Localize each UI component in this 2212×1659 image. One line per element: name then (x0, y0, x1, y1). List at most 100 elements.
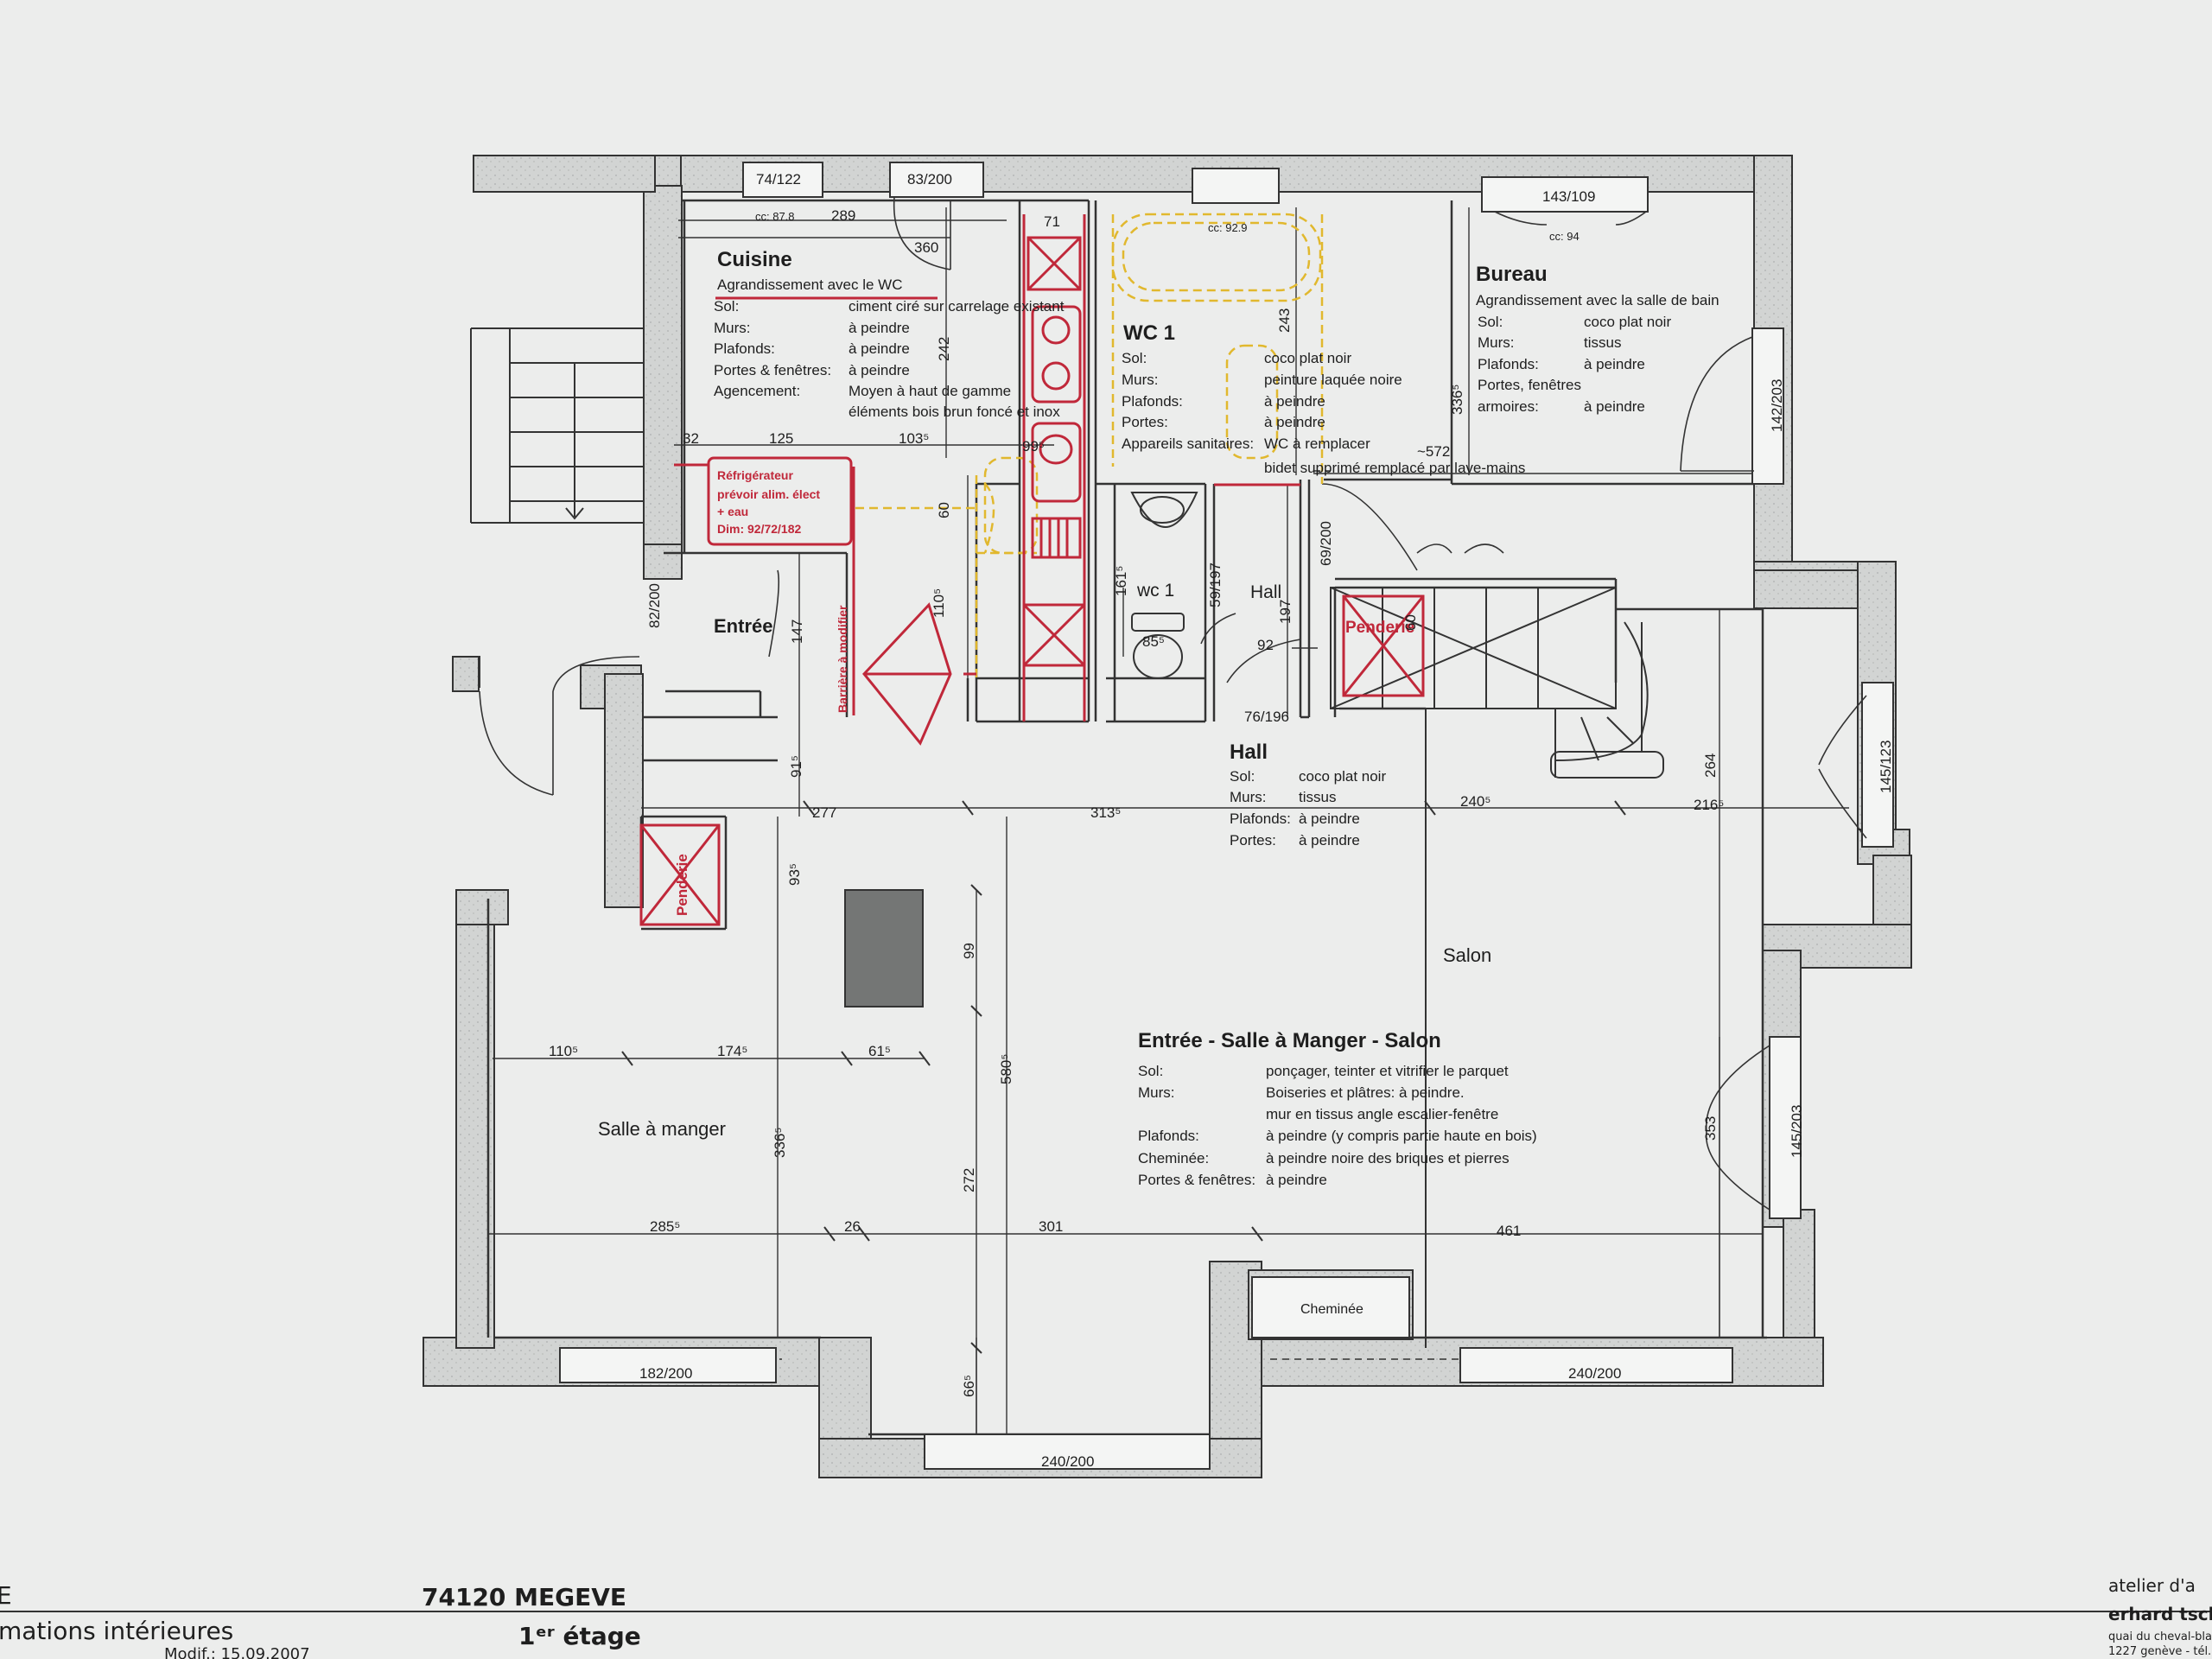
dim-277: 277 (812, 804, 836, 821)
dim-353: 353 (1702, 1116, 1719, 1141)
cuisine-portes-val: à peindre (849, 362, 910, 378)
dim-216: 216⁵ (1694, 797, 1724, 813)
door-69-200: 69/200 (1318, 521, 1334, 566)
cc-94: cc: 94 (1549, 230, 1580, 243)
hall-plafonds-key: Plafonds: (1230, 810, 1291, 827)
hall-sol-key: Sol: (1230, 768, 1255, 785)
hall-portes-key: Portes: (1230, 832, 1276, 849)
dim-242: 242 (936, 337, 952, 361)
hall-small-label: Hall (1250, 582, 1281, 602)
dim-301: 301 (1039, 1218, 1063, 1235)
window-145-123: 145/123 (1878, 741, 1894, 793)
sejour-cheminee-key: Cheminée: (1138, 1150, 1209, 1166)
cuisine-plafonds-key: Plafonds: (714, 340, 775, 357)
window-182-200: 182/200 (639, 1365, 692, 1382)
dim-26: 26 (844, 1218, 861, 1235)
cc-92-9: cc: 92.9 (1208, 221, 1248, 234)
penderie-hall-label: Penderie (1345, 619, 1414, 637)
sejour-murs-val: Boiseries et plâtres: à peindre. (1266, 1084, 1465, 1101)
bureau-murs-key: Murs: (1478, 334, 1515, 351)
salle-a-manger-label: Salle à manger (598, 1118, 726, 1140)
dim-197: 197 (1277, 600, 1294, 624)
dim-125: 125 (769, 430, 793, 447)
dim-580: 580⁵ (998, 1054, 1014, 1084)
sejour-cheminee-val: à peindre noire des briques et pierres (1266, 1150, 1510, 1166)
bureau-plafonds-val: à peindre (1584, 356, 1645, 372)
existing-fixtures (855, 213, 1324, 678)
hall-portes-val: à peindre (1299, 832, 1360, 849)
bureau-portes-key: Portes, fenêtres (1478, 377, 1581, 393)
dim-110-b: 110⁵ (549, 1043, 578, 1059)
title-date: Modif.: 15.09.2007 (164, 1645, 310, 1659)
wc1-murs-key: Murs: (1122, 372, 1159, 388)
dim-289: 289 (831, 207, 855, 224)
sejour-plafonds-val: à peindre (y compris partie haute en boi… (1266, 1128, 1537, 1144)
wc1-sanitaires-val2: bidet supprimé remplacé par lave-mains (1264, 460, 1525, 476)
salon-label: Salon (1443, 944, 1491, 966)
cuisine-title: Cuisine (717, 248, 792, 271)
dim-85: 85⁵ (1142, 633, 1165, 650)
small-wall-stub (452, 656, 480, 692)
dimension-ticks (621, 800, 1626, 1354)
opening-labels: 74/122 83/200 143/109 142/203 145/123 14… (639, 171, 1894, 1470)
dim-243: 243 (1276, 308, 1293, 333)
wc1-sanitaires-key: Appareils sanitaires: (1122, 435, 1254, 452)
bureau-murs-val: tissus (1584, 334, 1621, 351)
bureau-subtitle: Agrandissement avec la salle de bain (1476, 292, 1719, 308)
bureau-room: Bureau Agrandissement avec la salle de b… (1476, 263, 1719, 415)
title-floor: 1ᵉʳ étage (518, 1622, 641, 1650)
cuisine-agencement-val2: éléments bois brun foncé et inox (849, 404, 1060, 420)
dim-93: 93⁵ (786, 863, 803, 886)
bureau-title: Bureau (1476, 263, 1548, 286)
door-76-196: 76/196 (1244, 709, 1289, 725)
hall-plafonds-val: à peindre (1299, 810, 1360, 827)
title-location: 74120 MEGEVE (422, 1583, 626, 1611)
window-240-200-right: 240/200 (1568, 1365, 1621, 1382)
sejour-title: Entrée - Salle à Manger - Salon (1138, 1029, 1441, 1052)
title-block: E 74120 MEGEVE mations intérieures 1ᵉʳ é… (0, 1575, 2212, 1659)
dim-61: 61⁵ (868, 1043, 891, 1059)
window-83-200: 83/200 (907, 171, 952, 188)
atelier-name: atelier d'a (2108, 1575, 2196, 1596)
bureau-sol-key: Sol: (1478, 314, 1503, 330)
new-items (639, 214, 1425, 926)
cuisine-plafonds-val: à peindre (849, 340, 910, 357)
barriere-label: Barrière à modifier (836, 605, 849, 713)
fridge-line3: + eau (717, 505, 748, 518)
cuisine-agencement-val: Moyen à haut de gamme (849, 383, 1011, 399)
dim-99: 99 (961, 943, 977, 959)
hall-sol-val: coco plat noir (1299, 768, 1386, 785)
sanitary-fixtures (1130, 492, 1198, 679)
wc1-small-label: wc 1 (1136, 581, 1174, 601)
hall-room: Hall Sol: coco plat noir Murs: tissus Pl… (1230, 741, 1386, 849)
bureau-armoires-key: armoires: (1478, 398, 1539, 415)
staircase-left (470, 327, 644, 524)
wc1-murs-val: peinture laquée noire (1264, 372, 1402, 388)
wc1-plafonds-val: à peindre (1264, 393, 1325, 410)
wc1-sol-val: coco plat noir (1264, 350, 1351, 366)
dim-461: 461 (1497, 1223, 1521, 1239)
hall-title: Hall (1230, 741, 1268, 764)
dimension-numbers: 289 360 71 242 243 336⁵ ~572 32 125 103⁵… (549, 207, 1724, 1397)
sejour-plafonds-key: Plafonds: (1138, 1128, 1199, 1144)
dim-60-a: 60 (936, 502, 952, 518)
door-59-197: 59/197 (1207, 563, 1224, 607)
bureau-plafonds-key: Plafonds: (1478, 356, 1539, 372)
window-143-109: 143/109 (1542, 188, 1595, 205)
door-swings (479, 196, 1867, 1211)
door-82-200: 82/200 (646, 583, 663, 628)
cuisine-sol-key: Sol: (714, 298, 739, 315)
dim-99-top: 99⁵ (1022, 438, 1045, 454)
window-142-203: 142/203 (1769, 379, 1785, 432)
cuisine-portes-key: Portes & fenêtres: (714, 362, 831, 378)
fridge-line4: Dim: 92/72/182 (717, 522, 801, 536)
title-left-char: E (0, 1581, 12, 1610)
sejour-portes-val: à peindre (1266, 1172, 1327, 1188)
dim-103: 103⁵ (899, 430, 929, 447)
wc1-portes-val: à peindre (1264, 414, 1325, 430)
window-145-203: 145/203 (1789, 1105, 1805, 1158)
penderie-dining-label: Penderie (674, 854, 690, 916)
dim-161: 161⁵ (1113, 566, 1129, 596)
sejour-portes-key: Portes & fenêtres: (1138, 1172, 1255, 1188)
